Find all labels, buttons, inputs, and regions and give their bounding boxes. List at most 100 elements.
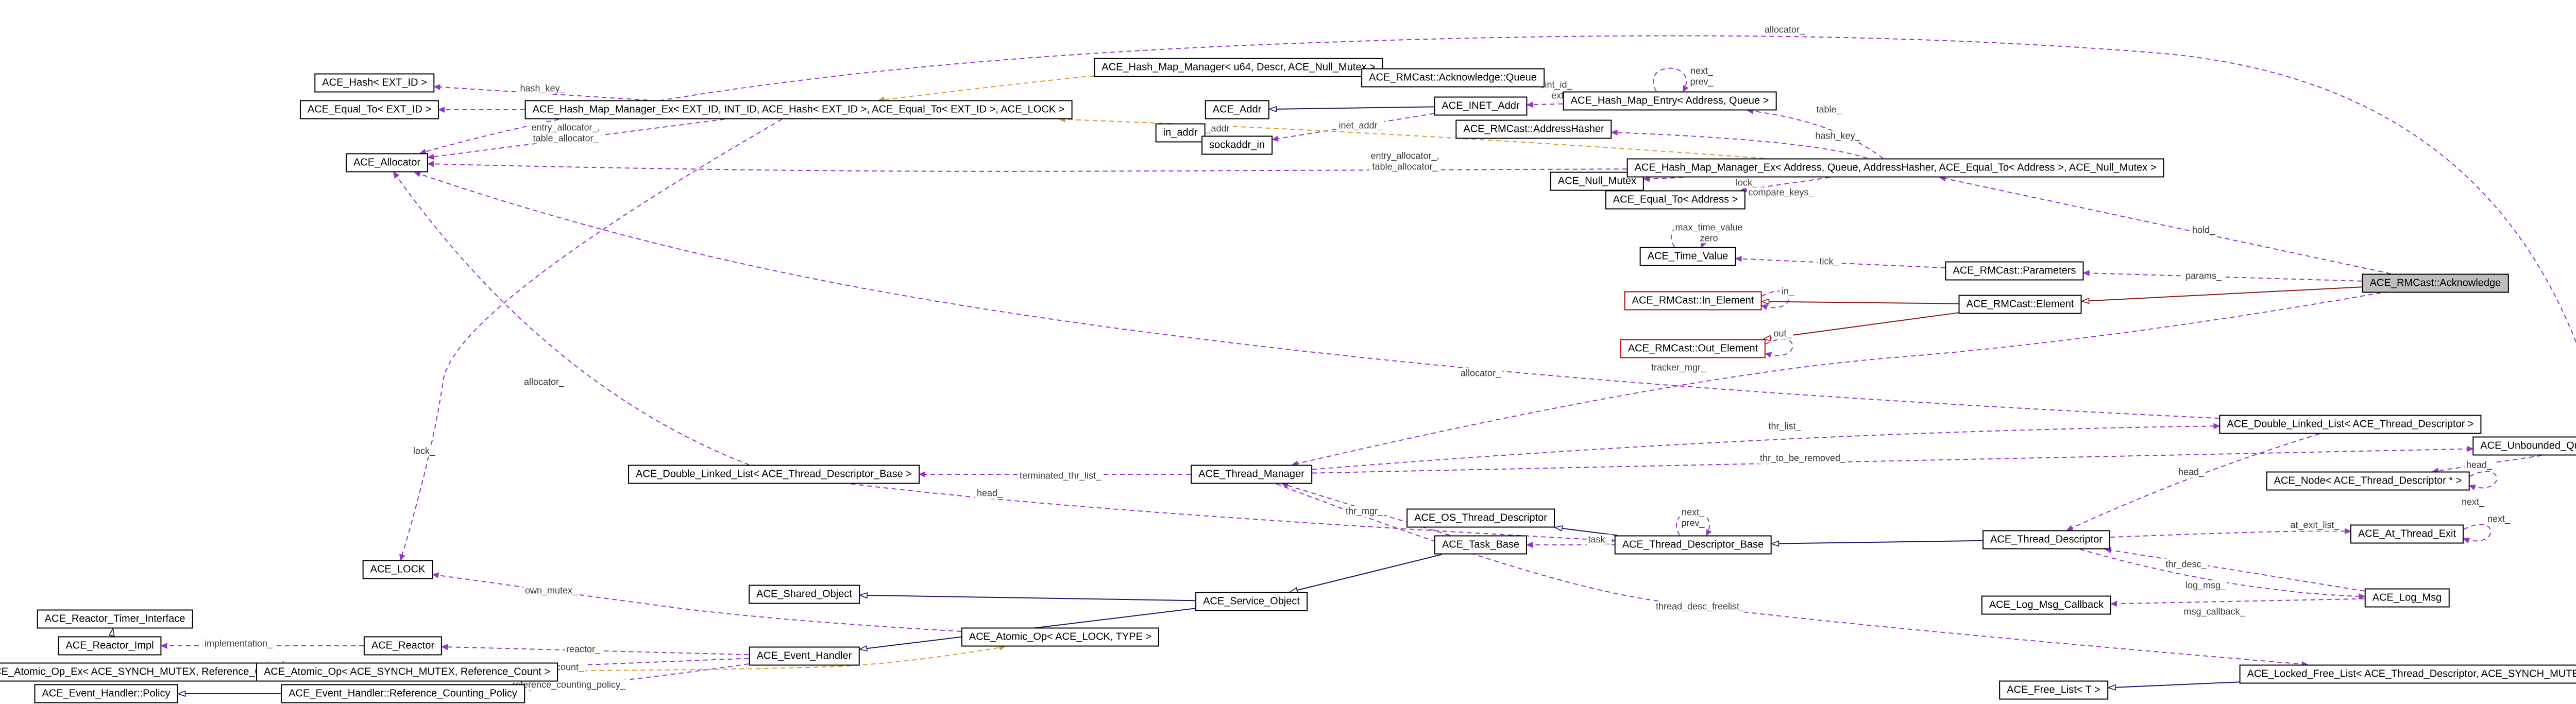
edge-label: tracker_mgr_ — [1649, 362, 1708, 373]
class-node-hmm_ex_addr[interactable]: ACE_Hash_Map_Manager_Ex< Address, Queue,… — [1626, 158, 2164, 178]
edge-element-out_element — [1764, 312, 1959, 339]
class-node-aop_ex[interactable]: ACE_Atomic_Op_Ex< ACE_SYNCH_MUTEX, Refer… — [0, 662, 299, 682]
class-node-dll_tdb[interactable]: ACE_Double_Linked_List< ACE_Thread_Descr… — [628, 465, 920, 484]
edge-hmm_ex_addr-entry — [1748, 111, 1884, 159]
edge-task_base-service_obj — [1290, 554, 1443, 592]
edge-label: head_ — [2176, 467, 2206, 478]
class-node-lfl[interactable]: ACE_Locked_Free_List< ACE_Thread_Descrip… — [2239, 664, 2576, 684]
edge-at_exit-at_exit — [2464, 524, 2492, 541]
edge-label: lock_ — [1734, 177, 1759, 188]
class-node-hmm_u64[interactable]: ACE_Hash_Map_Manager< u64, Descr, ACE_Nu… — [1094, 58, 1383, 77]
class-node-event_handler[interactable]: ACE_Event_Handler — [749, 646, 860, 666]
edge-label: table_ — [1815, 104, 1843, 115]
class-node-aop[interactable]: ACE_Atomic_Op< ACE_SYNCH_MUTEX, Referenc… — [256, 662, 558, 682]
edge-log_msg-log_cb — [2111, 598, 2365, 604]
class-node-aop_lock[interactable]: ACE_Atomic_Op< ACE_LOCK, TYPE > — [961, 627, 1160, 647]
class-node-service_obj[interactable]: ACE_Service_Object — [1195, 592, 1308, 611]
class-node-acknowledge[interactable]: ACE_RMCast::Acknowledge — [2362, 273, 2509, 293]
class-node-dll_td[interactable]: ACE_Double_Linked_List< ACE_Thread_Descr… — [2219, 415, 2482, 434]
edge-label: hash_key_ — [1814, 130, 1862, 142]
edge-label: entry_allocator_, table_allocator_ — [530, 122, 602, 144]
edge-lfl-free_list — [2108, 681, 2240, 688]
class-node-in_element[interactable]: ACE_RMCast::In_Element — [1624, 291, 1762, 311]
edge-label: allocator_ — [1762, 24, 1807, 36]
edge-label: thr_mgr_ — [1344, 506, 1385, 517]
class-node-eh_ref_policy[interactable]: ACE_Event_Handler::Reference_Counting_Po… — [281, 684, 525, 703]
edge-ubq-allocator — [420, 35, 2576, 344]
class-node-in_addr[interactable]: in_addr — [1155, 123, 1206, 143]
class-node-shared_obj[interactable]: ACE_Shared_Object — [749, 585, 860, 604]
class-node-sockaddr_in[interactable]: sockaddr_in — [1201, 135, 1273, 155]
class-node-inet_addr[interactable]: ACE_INET_Addr — [1434, 96, 1528, 116]
edge-hmm_ex_ext-hash_ext — [435, 87, 648, 101]
edge-event_handler-reactor — [442, 647, 749, 656]
class-node-params[interactable]: ACE_RMCast::Parameters — [1945, 261, 2084, 281]
edge-label: next_ — [2485, 513, 2512, 525]
class-node-hash_ext[interactable]: ACE_Hash< EXT_ID > — [314, 73, 435, 93]
edge-acknowledge-element — [2082, 286, 2362, 301]
class-node-ubq[interactable]: ACE_Unbounded_Queue< ACE_Thread_Descript… — [2472, 436, 2576, 456]
edge-event_handler-aop — [558, 658, 749, 666]
edge-label: lock_ — [411, 445, 437, 457]
edge-service_obj-shared_obj — [860, 595, 1196, 602]
edge-label: implementation_ — [202, 638, 275, 649]
class-node-at_exit[interactable]: ACE_At_Thread_Exit — [2350, 524, 2464, 544]
edge-label: at_exit_list_ — [2289, 520, 2341, 531]
edge-label: allocator_ — [1459, 368, 1503, 379]
edge-thread_manager-ubq — [1312, 449, 2473, 474]
class-node-rti[interactable]: ACE_Reactor_Timer_Interface — [37, 609, 193, 629]
class-node-equal_addr[interactable]: ACE_Equal_To< Address > — [1605, 190, 1746, 210]
edge-tdb-os_td — [1555, 527, 1618, 536]
class-node-equal_ext[interactable]: ACE_Equal_To< EXT_ID > — [299, 100, 439, 119]
edge-acknowledge-params — [2084, 273, 2362, 282]
class-node-node_td[interactable]: ACE_Node< ACE_Thread_Descriptor * > — [2266, 471, 2470, 491]
class-node-thread_manager[interactable]: ACE_Thread_Manager — [1191, 465, 1312, 484]
class-node-reactor[interactable]: ACE_Reactor — [363, 636, 443, 656]
edge-acknowledge-thread_manager — [1292, 292, 2381, 465]
edge-entry-entry — [1652, 67, 1686, 92]
class-node-free_list[interactable]: ACE_Free_List< T > — [1999, 680, 2108, 700]
class-node-eh_policy[interactable]: ACE_Event_Handler::Policy — [34, 684, 178, 703]
edge-label: msg_callback_ — [2182, 606, 2247, 617]
class-node-log_msg[interactable]: ACE_Log_Msg — [2364, 588, 2450, 608]
edge-label: entry_allocator_, table_allocator_ — [1369, 150, 1441, 172]
edge-label: reactor_ — [564, 644, 602, 655]
edge-aop_lock-ace_lock — [433, 575, 962, 632]
class-node-time_value[interactable]: ACE_Time_Value — [1639, 247, 1736, 266]
class-node-ace_lock[interactable]: ACE_LOCK — [362, 560, 433, 579]
edge-label: hash_key_ — [518, 83, 567, 94]
edge-dll_td-td — [2067, 433, 2320, 531]
class-node-element[interactable]: ACE_RMCast::Element — [1958, 295, 2082, 314]
class-node-out_element[interactable]: ACE_RMCast::Out_Element — [1620, 339, 1766, 358]
edge-dll_tdb-tdb — [851, 483, 1615, 541]
edge-td-tdb — [1772, 540, 1983, 544]
class-node-os_td[interactable]: ACE_OS_Thread_Descriptor — [1406, 508, 1555, 528]
edge-hmm_ex_ext-ace_lock — [401, 118, 783, 560]
edge-ubq-node_td — [2433, 455, 2542, 472]
edge-inet_addr-ace_addr — [1269, 107, 1434, 109]
edge-label: tick_ — [1818, 256, 1840, 267]
edge-acknowledge-hmm_ex_addr — [1940, 178, 2391, 274]
class-node-td[interactable]: ACE_Thread_Descriptor — [1982, 530, 2110, 550]
class-node-r_impl[interactable]: ACE_Reactor_Impl — [58, 636, 162, 656]
edge-thread_manager-dll_td — [1312, 426, 2219, 470]
class-node-ace_addr[interactable]: ACE_Addr — [1205, 100, 1269, 119]
edge-aop-aop_lock — [557, 647, 1005, 672]
edge-label: compare_keys_ — [1747, 187, 1816, 198]
class-node-log_cb[interactable]: ACE_Log_Msg_Callback — [1981, 595, 2112, 615]
class-node-hmm_ex_ext[interactable]: ACE_Hash_Map_Manager_Ex< EXT_ID, INT_ID,… — [524, 100, 1073, 119]
edge-in_element-in_element — [1762, 290, 1789, 307]
class-node-tdb[interactable]: ACE_Thread_Descriptor_Base — [1614, 535, 1772, 555]
class-node-entry[interactable]: ACE_Hash_Map_Entry< Address, Queue > — [1563, 91, 1777, 111]
edge-label: log_msg_ — [2183, 580, 2228, 591]
edge-label: task_ — [1586, 534, 1612, 545]
class-node-task_base[interactable]: ACE_Task_Base — [1434, 535, 1528, 555]
edge-label: hold_ — [2190, 225, 2217, 236]
class-node-ack_queue[interactable]: ACE_RMCast::Acknowledge::Queue — [1361, 68, 1545, 88]
class-node-allocator[interactable]: ACE_Allocator — [345, 153, 429, 173]
edge-out_element-out_element — [1766, 338, 1793, 355]
edge-hmm_ex_addr-hasher — [1612, 132, 1868, 159]
class-node-hasher[interactable]: ACE_RMCast::AddressHasher — [1455, 119, 1612, 139]
edge-node_td-node_td — [2470, 471, 2497, 488]
edge-label: thr_list_ — [1767, 421, 1803, 432]
